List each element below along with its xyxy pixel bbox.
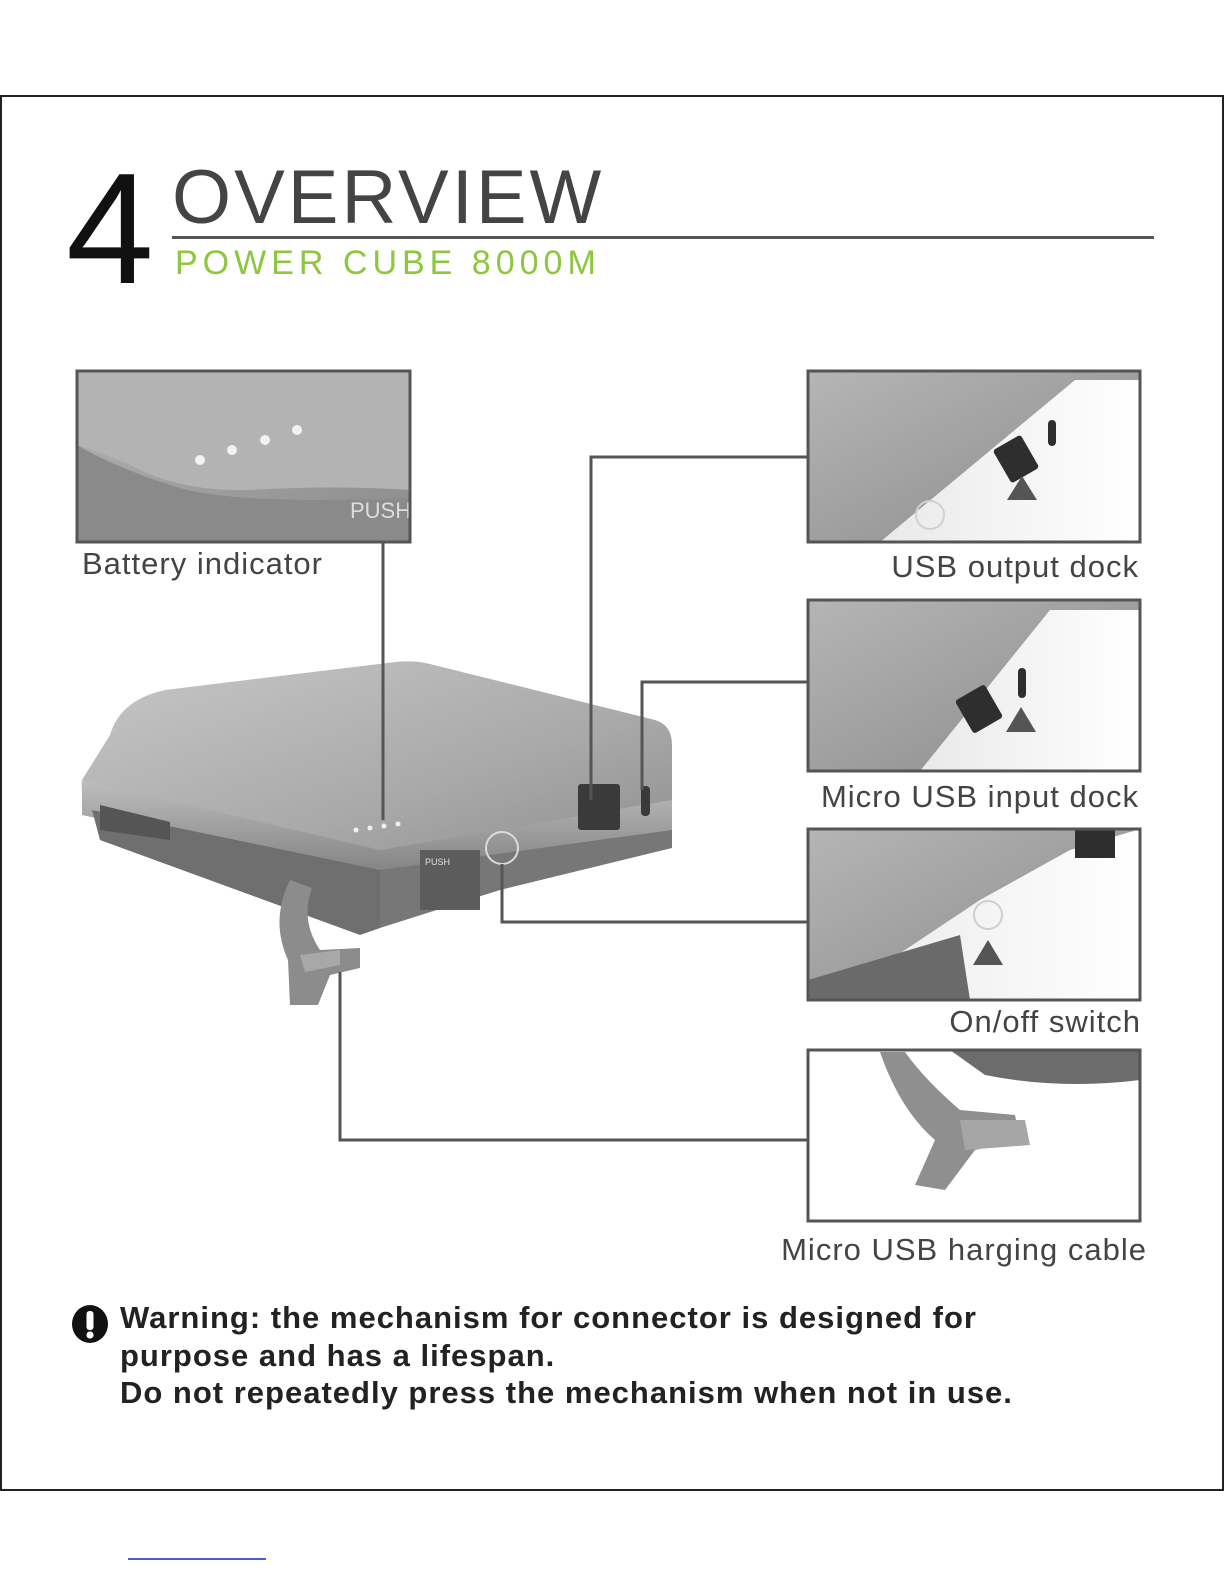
zoom-on-off-switch	[808, 829, 1140, 1000]
exclamation-icon	[70, 1304, 110, 1344]
zoom-usb-output	[808, 371, 1140, 542]
footer-link-underline	[128, 1558, 266, 1560]
zoom-micro-usb-input	[808, 600, 1140, 771]
push-label: PUSH	[425, 857, 450, 867]
label-on-off-switch: On/off switch	[949, 1004, 1141, 1040]
leader-cable	[340, 972, 808, 1140]
label-micro-usb-input-dock: Micro USB input dock	[821, 779, 1139, 815]
label-charging-cable: Micro USB harging cable	[781, 1232, 1147, 1268]
label-battery-indicator: Battery indicator	[82, 546, 323, 582]
zoom-charging-cable	[808, 1050, 1140, 1221]
power-bank-device: PUSH	[82, 661, 672, 1005]
push-label-zoom: PUSH	[350, 498, 411, 523]
warning-line-3: Do not repeatedly press the mechanism wh…	[120, 1375, 1013, 1411]
zoom-battery-indicator: PUSH	[77, 371, 411, 542]
warning-line-1: Warning: the mechanism for connector is …	[120, 1300, 977, 1336]
warning-line-2: purpose and has a lifespan.	[120, 1338, 555, 1374]
label-usb-output-dock: USB output dock	[891, 549, 1139, 585]
